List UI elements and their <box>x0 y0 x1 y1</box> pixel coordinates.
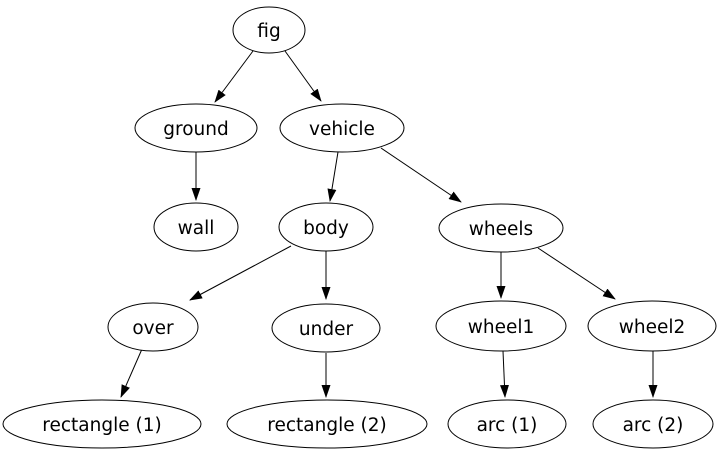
node-under-label: under <box>299 319 354 340</box>
node-under: under <box>271 303 381 353</box>
node-over: over <box>107 302 199 352</box>
node-arc-2-shape <box>592 399 714 449</box>
node-over-label: over <box>132 318 174 339</box>
node-wheels: wheels <box>438 203 564 253</box>
node-arc-1-label: arc (1) <box>477 415 538 436</box>
edge-over-rect1 <box>120 348 143 398</box>
node-vehicle-label: vehicle <box>309 119 375 140</box>
node-rectangle-1: rectangle (1) <box>2 399 202 449</box>
node-over-shape <box>107 302 199 352</box>
node-body-label: body <box>303 218 349 239</box>
node-wheel2: wheel2 <box>587 300 717 352</box>
node-body-shape <box>278 202 374 252</box>
node-under-shape <box>271 303 381 353</box>
node-rectangle-2: rectangle (2) <box>226 399 428 449</box>
edge-vehicle-body <box>327 151 339 202</box>
node-wheel1: wheel1 <box>435 300 567 352</box>
edge-fig-ground <box>214 50 254 103</box>
node-wheel2-shape <box>587 300 717 352</box>
edge-wheel1-arc1 <box>499 350 509 398</box>
node-rectangle-2-shape <box>226 399 428 449</box>
node-arc-1-shape <box>447 399 567 449</box>
node-ground: ground <box>134 103 258 153</box>
node-wheels-shape <box>438 203 564 253</box>
node-fig-label: fig <box>257 21 280 42</box>
node-arc-1: arc (1) <box>447 399 567 449</box>
node-wall-label: wall <box>178 218 215 239</box>
node-ground-label: ground <box>163 119 228 140</box>
node-wall: wall <box>153 202 239 252</box>
node-ground-shape <box>134 103 258 153</box>
node-vehicle: vehicle <box>279 103 405 153</box>
node-rectangle-1-label: rectangle (1) <box>42 415 161 436</box>
node-arc-2: arc (2) <box>592 399 714 449</box>
node-rectangle-1-shape <box>2 399 202 449</box>
node-wheel1-shape <box>435 300 567 352</box>
node-wheel1-label: wheel1 <box>468 317 535 338</box>
edge-wheels-wheel2 <box>537 247 616 300</box>
edge-fig-vehicle <box>284 50 322 102</box>
edge-body-over <box>189 245 292 301</box>
node-fig: fig <box>232 6 306 54</box>
node-body: body <box>278 202 374 252</box>
node-arc-2-label: arc (2) <box>623 415 684 436</box>
edge-vehicle-wheels <box>380 147 462 203</box>
node-wheel2-label: wheel2 <box>619 317 686 338</box>
node-wheels-label: wheels <box>469 219 533 240</box>
node-wall-shape <box>153 202 239 252</box>
node-rectangle-2-label: rectangle (2) <box>267 415 386 436</box>
node-fig-shape <box>232 6 306 54</box>
node-vehicle-shape <box>279 103 405 153</box>
